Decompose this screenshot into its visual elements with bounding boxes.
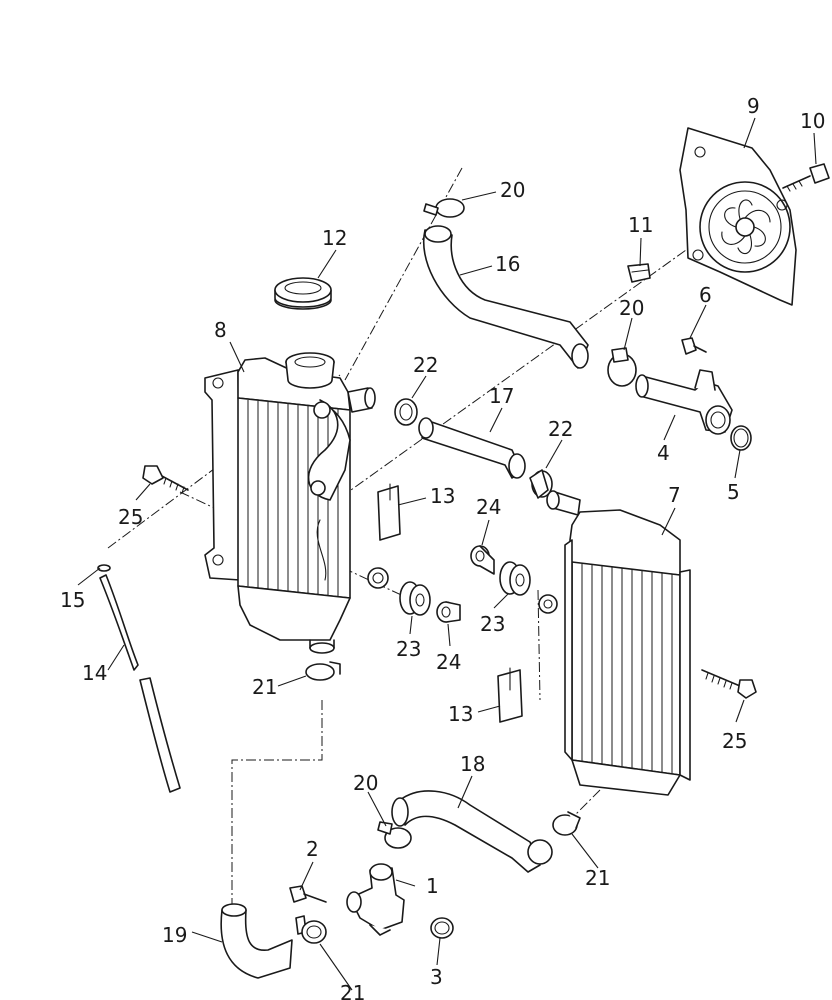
callout-2: 2 bbox=[306, 837, 319, 861]
callout-20-bottom: 20 bbox=[353, 771, 378, 795]
bolt-25-left bbox=[142, 465, 189, 494]
callout-14: 14 bbox=[82, 661, 107, 685]
bolt-6 bbox=[681, 337, 707, 355]
leader-lines bbox=[77, 117, 817, 991]
callout-1: 1 bbox=[426, 874, 439, 898]
callout-22-lower: 22 bbox=[548, 417, 573, 441]
callout-5: 5 bbox=[727, 480, 740, 504]
callout-21-top: 21 bbox=[252, 675, 277, 699]
callout-13-lower: 13 bbox=[448, 702, 473, 726]
hose-18 bbox=[391, 790, 553, 873]
callout-labels: 1 2 3 4 5 6 7 8 9 10 11 12 13 13 14 15 1… bbox=[60, 94, 825, 1000]
callout-23-right: 23 bbox=[480, 612, 505, 636]
clamp-20-right bbox=[607, 347, 637, 387]
collar-24-right bbox=[470, 545, 495, 575]
callout-18: 18 bbox=[460, 752, 485, 776]
callout-8: 8 bbox=[214, 318, 227, 342]
clamp-22-upper bbox=[394, 398, 418, 426]
callout-10: 10 bbox=[800, 109, 825, 133]
callout-17: 17 bbox=[489, 384, 514, 408]
clamp-21-bottom bbox=[301, 920, 327, 944]
overflow-hose-14 bbox=[97, 564, 181, 793]
hose-16 bbox=[422, 225, 589, 369]
callout-24-right: 24 bbox=[476, 495, 501, 519]
callout-19: 19 bbox=[162, 923, 187, 947]
callout-9: 9 bbox=[747, 94, 760, 118]
callout-6: 6 bbox=[699, 283, 712, 307]
hose-19 bbox=[220, 903, 293, 979]
pipe-4 bbox=[635, 369, 733, 435]
callout-21-bottom: 21 bbox=[340, 981, 365, 1000]
o-ring-5 bbox=[730, 425, 752, 451]
bolt-2 bbox=[289, 885, 327, 903]
callout-4: 4 bbox=[657, 441, 670, 465]
callout-15: 15 bbox=[60, 588, 85, 612]
damper-13-lower bbox=[497, 667, 523, 723]
radiator-cap bbox=[274, 277, 332, 310]
callout-20-top: 20 bbox=[500, 178, 525, 202]
grommet-23-right bbox=[499, 561, 531, 596]
clamp-21-right bbox=[552, 811, 581, 836]
grommet-23-left bbox=[399, 581, 431, 616]
left-radiator bbox=[204, 352, 389, 654]
callout-16: 16 bbox=[495, 252, 520, 276]
callout-24-left: 24 bbox=[436, 650, 461, 674]
clamp-21-top bbox=[305, 661, 341, 681]
callout-7: 7 bbox=[668, 483, 681, 507]
hose-17 bbox=[418, 417, 526, 479]
fitting-1 bbox=[346, 863, 405, 936]
clamp-20-top bbox=[423, 198, 465, 218]
left-radiator-fins bbox=[247, 400, 339, 596]
fan-shroud bbox=[679, 127, 797, 306]
damper-13-upper bbox=[377, 483, 401, 541]
bolt-25-right bbox=[701, 669, 757, 699]
callout-13-upper: 13 bbox=[430, 484, 455, 508]
o-ring-3 bbox=[430, 917, 454, 939]
clip-11 bbox=[627, 263, 651, 283]
fan-hub bbox=[735, 217, 755, 237]
clamp-22-lower bbox=[529, 469, 553, 499]
callout-11: 11 bbox=[628, 213, 653, 237]
callout-23-left: 23 bbox=[396, 637, 421, 661]
right-radiator bbox=[538, 490, 691, 796]
clamp-20-bottom bbox=[377, 821, 412, 849]
callout-22-upper: 22 bbox=[413, 353, 438, 377]
callout-25-right: 25 bbox=[722, 729, 747, 753]
right-radiator-fins bbox=[581, 564, 673, 773]
callout-20-right: 20 bbox=[619, 296, 644, 320]
callout-3: 3 bbox=[430, 965, 443, 989]
callout-21-right: 21 bbox=[585, 866, 610, 890]
callout-12: 12 bbox=[322, 226, 347, 250]
collar-24-left bbox=[436, 601, 461, 623]
callout-25-left: 25 bbox=[118, 505, 143, 529]
bolt-10 bbox=[782, 163, 830, 192]
